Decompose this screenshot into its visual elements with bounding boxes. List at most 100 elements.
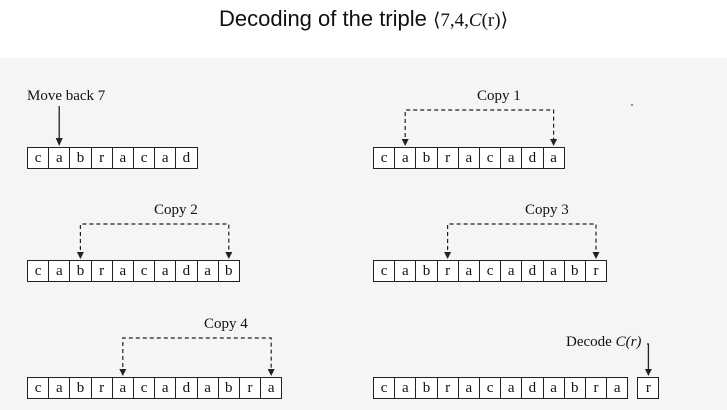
- buffer-cell: c: [478, 377, 502, 399]
- arrow-layer: [444, 223, 600, 259]
- panel-label-move-back: Move back 7: [27, 88, 106, 104]
- buffer-cell: c: [132, 260, 156, 282]
- buffer-cell: d: [175, 377, 198, 399]
- arrow-layer: [55, 106, 63, 146]
- title-text: Decoding of the triple: [218, 6, 427, 31]
- buffer-cell: a: [111, 147, 134, 169]
- buffer-cell: a: [196, 377, 219, 399]
- buffer-cell: a: [394, 377, 417, 399]
- buffer-cell: d: [175, 260, 198, 282]
- panel-label-copy-2: Copy 2: [154, 202, 198, 218]
- buffer-cell: a: [606, 377, 629, 399]
- buffer-cell: a: [500, 377, 523, 399]
- buffer-cell: a: [154, 260, 177, 282]
- buffer-cell: r: [90, 260, 113, 282]
- arrow-head: [225, 252, 233, 259]
- buffer-cell: a: [48, 377, 71, 399]
- buffer-cell: a: [48, 260, 71, 282]
- buffer-cell: a: [542, 260, 565, 282]
- arrow-head: [644, 369, 652, 376]
- buffer-cell: a: [394, 147, 417, 169]
- buffer-cell: b: [69, 260, 92, 282]
- buffer-cell: d: [175, 147, 198, 169]
- buffer-cell: a: [542, 377, 565, 399]
- figure-title: Decoding of the triple ⟨7,4,C(r)⟩: [0, 6, 727, 32]
- buffer-cell: c: [373, 377, 396, 399]
- buffer-cell: a: [500, 147, 523, 169]
- buffer-cell: a: [394, 260, 417, 282]
- buffer-cell: r: [584, 377, 608, 399]
- copy-dashed-line: [447, 223, 597, 257]
- buffer-cell: r: [90, 377, 113, 399]
- buffer-cell: d: [521, 147, 544, 169]
- buffer-cell: b: [563, 377, 586, 399]
- arrow-head: [55, 138, 63, 146]
- buffer-cell: a: [48, 147, 71, 169]
- buffer-cell: c: [132, 147, 156, 169]
- buffer-cell: b: [415, 147, 438, 169]
- buffer-cell: b: [69, 377, 92, 399]
- buffer-cell: r: [436, 377, 459, 399]
- arrow-head: [267, 369, 275, 376]
- buffer-cell: a: [154, 377, 177, 399]
- arrow-head: [592, 252, 600, 259]
- triple-open: ⟨7,4,: [433, 10, 469, 31]
- buffer-cell: a: [457, 377, 480, 399]
- arrow-head: [76, 252, 84, 259]
- decode-fn: C(r): [615, 334, 642, 350]
- buffer-cell: c: [478, 260, 502, 282]
- buffer-cell: c: [27, 260, 50, 282]
- buffer-cell: b: [217, 260, 240, 282]
- copy-dashed-line: [122, 337, 272, 374]
- panel-label-copy-4: Copy 4: [204, 316, 248, 332]
- triple-close: ⟩: [500, 10, 509, 31]
- buffer-cell: a: [500, 260, 523, 282]
- buffer-cell: a: [111, 377, 134, 399]
- arrow-head: [401, 139, 409, 146]
- buffer-cell: r: [90, 147, 113, 169]
- panel-label-decode: Decode C(r): [566, 334, 641, 351]
- arrow-layer: [119, 337, 275, 376]
- copy-dashed-line: [404, 109, 555, 144]
- buffer-cell: b: [69, 147, 92, 169]
- arrow-layer: [644, 343, 652, 376]
- buffer-cell: r: [436, 260, 459, 282]
- buffer-cell: r: [238, 377, 262, 399]
- buffer-cell: r: [436, 147, 459, 169]
- arrow-head: [119, 369, 127, 376]
- decode-arrow-line: [647, 343, 650, 374]
- title-triple: ⟨7,4,C(r)⟩: [433, 10, 508, 31]
- buffer-cell: d: [521, 377, 544, 399]
- triple-fn: C: [468, 10, 482, 31]
- buffer-cell: b: [563, 260, 586, 282]
- buffer-cell: a: [542, 147, 565, 169]
- buffer-cell: a: [457, 147, 480, 169]
- buffer-cell: c: [132, 377, 156, 399]
- buffer-cell: a: [154, 147, 177, 169]
- buffer-cell: a: [111, 260, 134, 282]
- arrow-head: [444, 252, 452, 259]
- buffer-cell: r: [584, 260, 608, 282]
- arrow-layer: [76, 223, 233, 259]
- buffer-cell: c: [27, 147, 50, 169]
- decoded-cell: r: [637, 377, 660, 399]
- buffer-cell: c: [373, 147, 396, 169]
- buffer-cell: a: [457, 260, 480, 282]
- scan-speck: [631, 104, 633, 106]
- decode-prefix: Decode: [566, 334, 616, 350]
- copy-dashed-line: [79, 223, 230, 257]
- panel-label-copy-1: Copy 1: [477, 88, 521, 104]
- buffer-cell: b: [217, 377, 240, 399]
- arrow-head: [550, 139, 558, 146]
